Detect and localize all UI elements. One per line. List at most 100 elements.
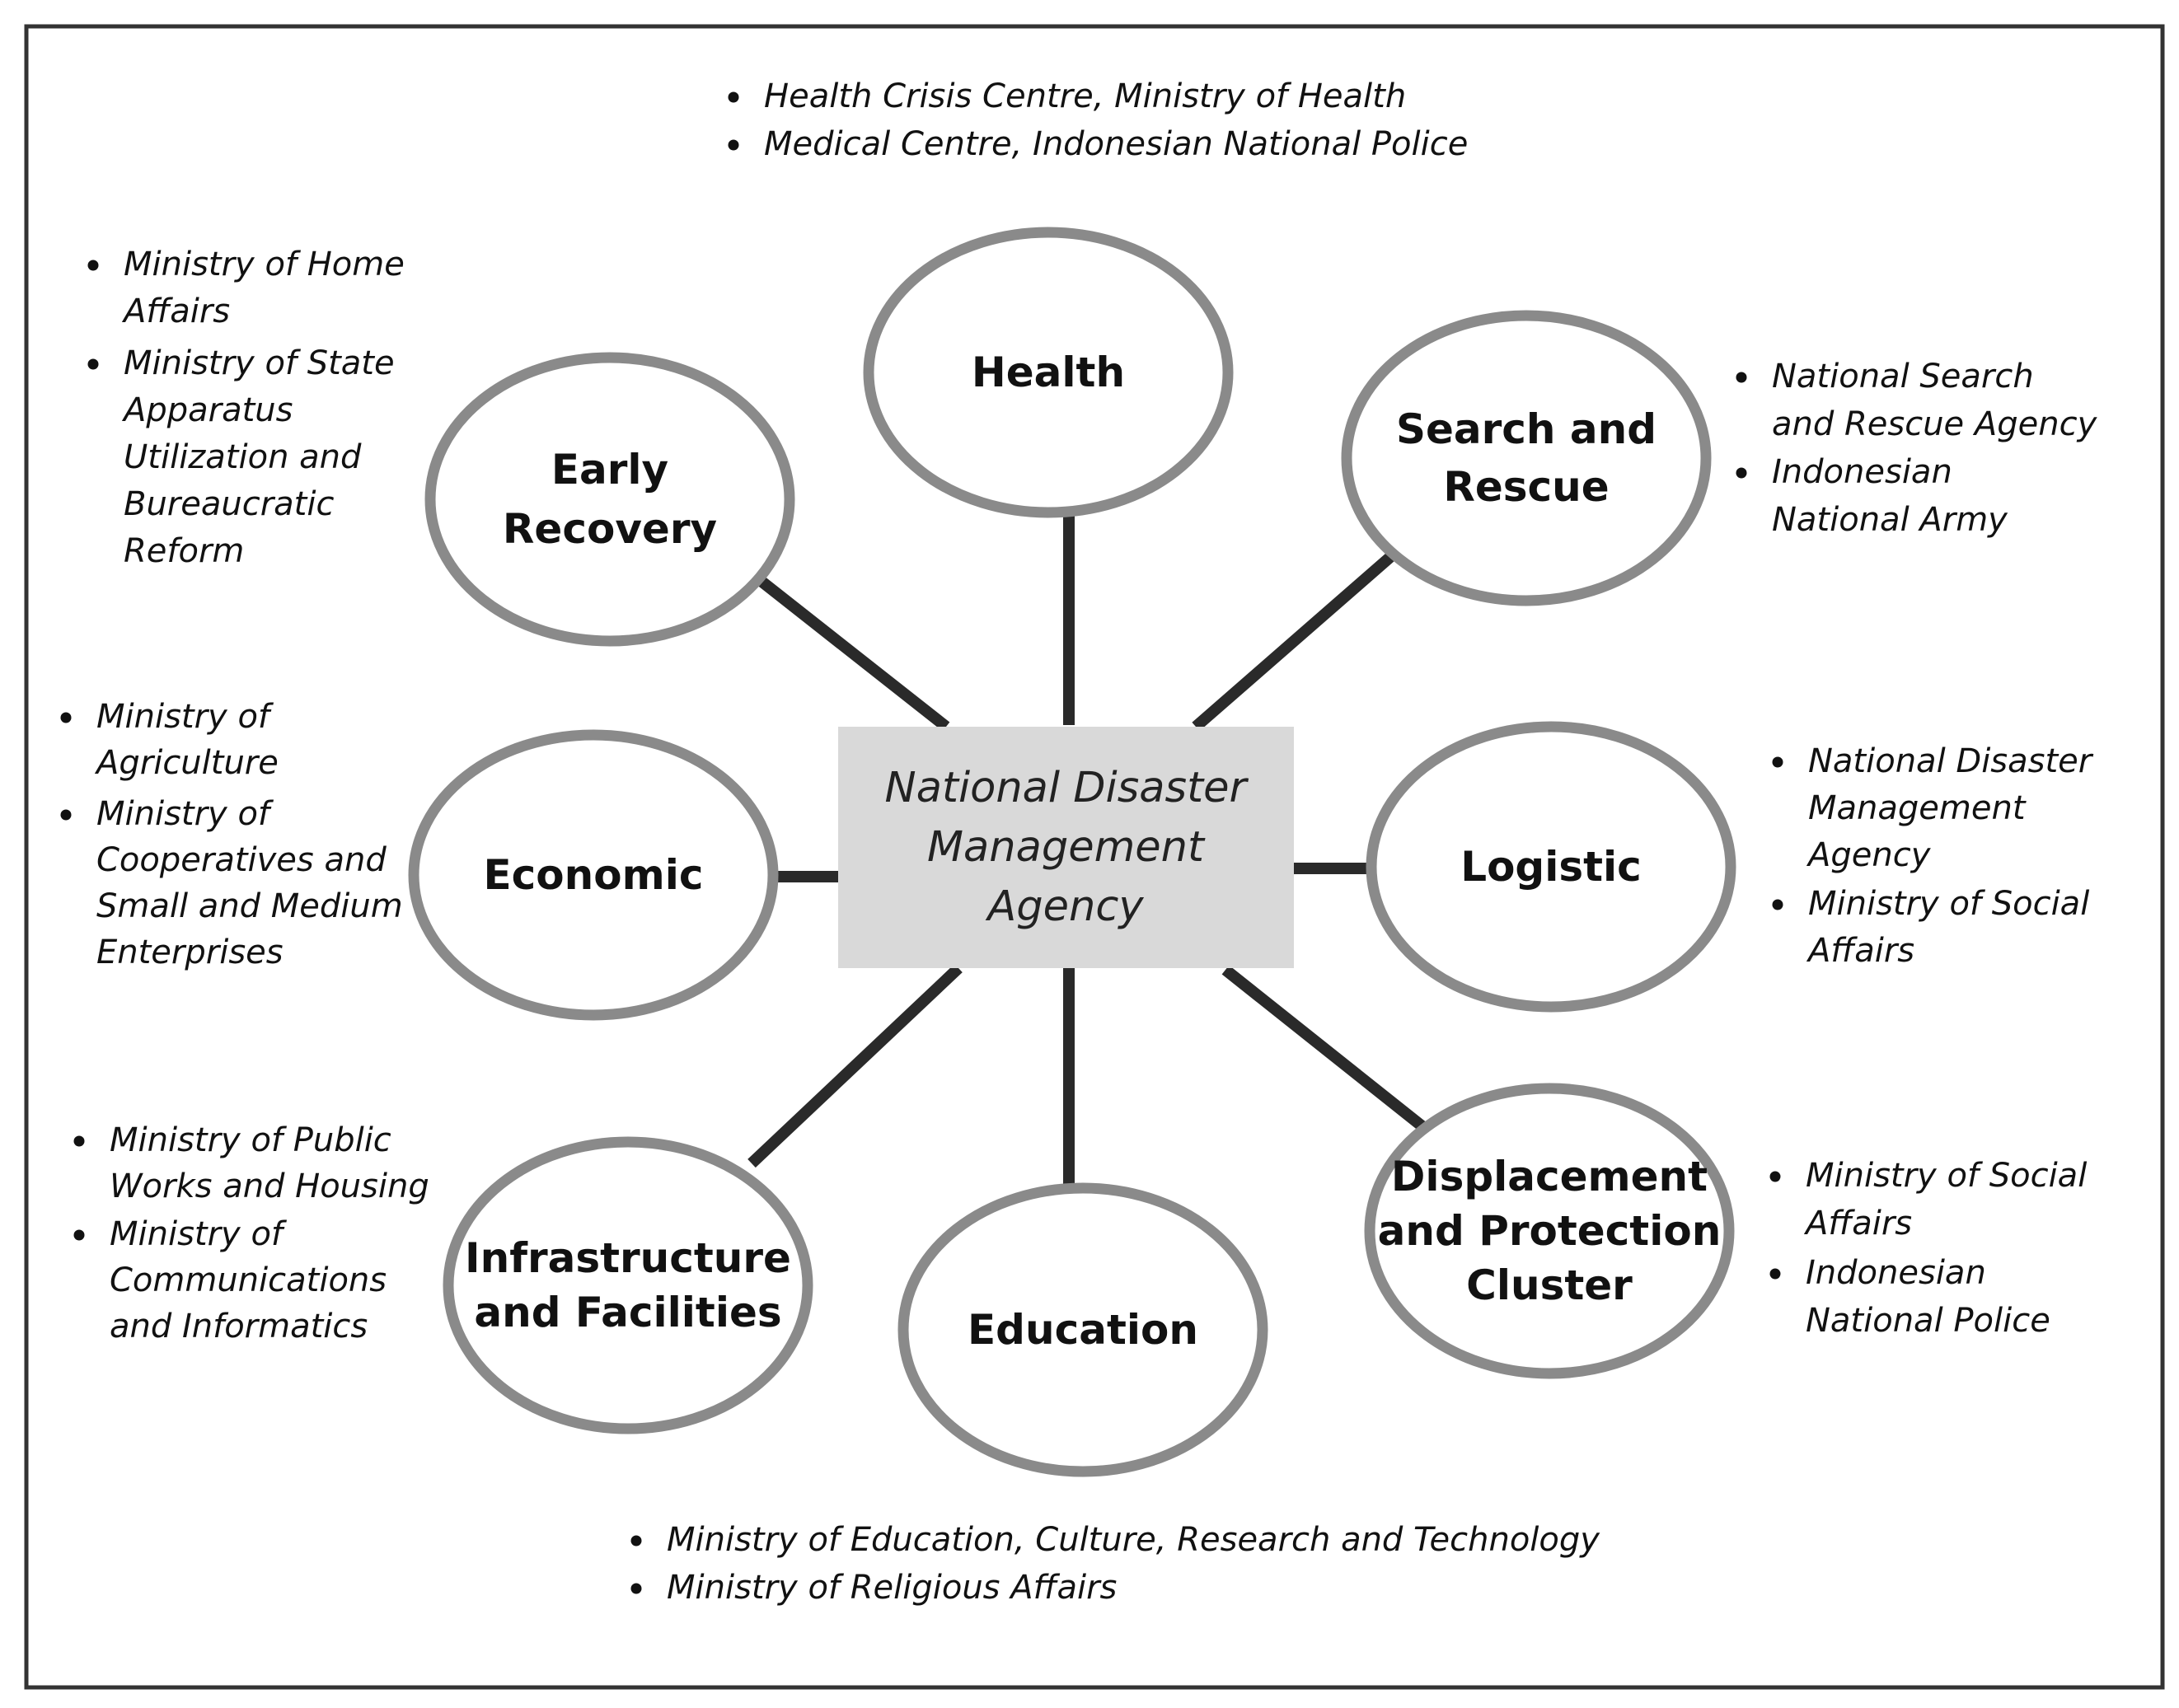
agency-item-health-1: Medical Centre, Indonesian National Poli…: [728, 125, 1468, 163]
bullet-icon: [1769, 1268, 1781, 1280]
cluster-label-economic-line-0: Economic: [484, 851, 704, 899]
agency-text-infrastructure-0-0: Ministry of Public: [110, 1121, 391, 1159]
bullet-icon: [73, 1229, 85, 1241]
agency-text-displacement-0-1: Affairs: [1803, 1205, 1912, 1242]
bullet-icon: [1772, 899, 1783, 910]
agency-text-education-1-0: Ministry of Religious Affairs: [667, 1569, 1117, 1607]
agency-list-education: Ministry of Education, Culture, Research…: [630, 1521, 1600, 1607]
bullet-icon: [73, 1135, 85, 1147]
bullet-icon: [60, 712, 72, 723]
agency-text-economic-0-0: Ministry of: [96, 698, 274, 736]
agency-list-displacement: Ministry of SocialAffairsIndonesianNatio…: [1769, 1157, 2087, 1340]
agency-text-infrastructure-1-2: and Informatics: [110, 1308, 368, 1345]
agency-text-early-recovery-1-1: Apparatus: [121, 391, 293, 429]
agency-item-education-0: Ministry of Education, Culture, Research…: [630, 1521, 1600, 1559]
cluster-label-infrastructure-line-1: and Facilities: [474, 1289, 781, 1336]
bullet-icon: [1736, 372, 1747, 383]
cluster-label-early-recovery-line-0: Early: [551, 446, 668, 494]
bullet-icon: [1736, 467, 1747, 479]
bullet-icon: [60, 809, 72, 821]
agency-text-logistic-1-0: Ministry of Social: [1808, 885, 2089, 923]
cluster-ellipse-economic: [408, 729, 779, 1021]
cluster-ellipse-logistic: [1366, 721, 1736, 1013]
bullet-icon: [1769, 1171, 1781, 1182]
cluster-label-education-line-0: Education: [968, 1306, 1198, 1354]
center-label-line-1: Management: [927, 823, 1206, 872]
bullet-icon: [630, 1535, 642, 1547]
agency-item-education-1: Ministry of Religious Affairs: [630, 1569, 1117, 1607]
cluster-label-infrastructure-line-0: Infrastructure: [465, 1234, 791, 1282]
agency-item-economic-0: Ministry of Agriculture: [60, 698, 279, 782]
connectors: [747, 516, 1432, 1188]
agency-text-early-recovery-1-3: Bureaucratic: [124, 485, 334, 523]
agency-text-early-recovery-1-2: Utilization and: [124, 438, 362, 476]
cluster-node-health: Health: [863, 227, 1234, 518]
cluster-nodes: Health Search andRescueLogisticDisplaceme…: [408, 227, 1736, 1477]
cluster-node-economic: Economic: [408, 729, 779, 1021]
bullet-icon: [728, 139, 739, 151]
agency-text-logistic-0-1: Management: [1808, 789, 2027, 827]
cluster-node-education: Education: [897, 1182, 1268, 1477]
cluster-label-displacement-line-0: Displacement: [1391, 1153, 1708, 1200]
connector-search-and-rescue: [1192, 552, 1394, 732]
connector-infrastructure: [747, 963, 963, 1168]
agency-text-displacement-1-0: Indonesian: [1806, 1254, 1986, 1292]
agency-text-search-and-rescue-1-0: Indonesian: [1772, 453, 1952, 491]
cluster-label-displacement-line-1: and Protection: [1378, 1207, 1722, 1255]
agency-text-early-recovery-0-0: Ministry of Home: [124, 246, 405, 283]
cluster-ellipse-health: [863, 227, 1234, 518]
agency-text-economic-1-0: Ministry of: [96, 795, 274, 833]
agency-text-health-1-0: Medical Centre, Indonesian National Poli…: [764, 125, 1468, 163]
agency-text-displacement-0-0: Ministry of Social: [1806, 1157, 2087, 1195]
agency-lists: Health Crisis Centre, Ministry of Health…: [60, 77, 2098, 1607]
agency-text-economic-1-2: Small and Medium: [96, 887, 403, 925]
agency-text-logistic-0-0: National Disaster: [1808, 742, 2094, 780]
center-label-line-2: Agency: [985, 882, 1144, 931]
cluster-node-infrastructure: Infrastructure and Facilities: [443, 1136, 813, 1434]
agency-text-logistic-1-1: Affairs: [1806, 932, 1914, 970]
agency-list-logistic: National DisasterManagementAgencyMinistr…: [1772, 742, 2094, 970]
cluster-label-early-recovery-line-1: Recovery: [503, 505, 717, 553]
agency-item-infrastructure-1: Ministry of Communications and Informatics: [73, 1215, 387, 1345]
agency-text-economic-1-3: Enterprises: [96, 934, 284, 971]
agency-text-economic-0-1: Agriculture: [94, 744, 279, 782]
bullet-icon: [630, 1583, 642, 1594]
agency-text-early-recovery-1-4: Reform: [124, 532, 244, 570]
agency-text-economic-1-1: Cooperatives and: [96, 841, 387, 879]
agency-text-infrastructure-1-1: Communications: [110, 1261, 387, 1299]
cluster-label-logistic-line-0: Logistic: [1460, 843, 1642, 891]
agency-text-health-0-0: Health Crisis Centre, Ministry of Health: [764, 77, 1406, 115]
center-label-line-0: National Disaster: [885, 764, 1249, 812]
agency-list-health: Health Crisis Centre, Ministry of Health…: [728, 77, 1468, 163]
cluster-ellipse-education: [897, 1182, 1268, 1477]
agency-item-health-0: Health Crisis Centre, Ministry of Health: [728, 77, 1406, 115]
cluster-label-search-and-rescue-line-1: Rescue: [1443, 463, 1609, 511]
center-box: [838, 727, 1294, 968]
agency-text-infrastructure-0-1: Works and Housing: [110, 1168, 429, 1205]
cluster-label-displacement-line-2: Cluster: [1466, 1261, 1633, 1309]
cluster-ellipse-search-and-rescue: [1341, 310, 1712, 606]
bullet-icon: [728, 91, 739, 103]
agency-list-search-and-rescue: National Search and Rescue AgencyIndonesi…: [1736, 358, 2098, 539]
agency-text-search-and-rescue-0-1: and Rescue Agency: [1772, 405, 2098, 443]
agency-text-search-and-rescue-0-0: National Search: [1772, 358, 2034, 395]
agency-text-education-0-0: Ministry of Education, Culture, Research…: [667, 1521, 1600, 1559]
bullet-icon: [87, 260, 99, 271]
agency-text-infrastructure-1-0: Ministry of: [110, 1215, 288, 1253]
cluster-node-logistic: Logistic: [1366, 721, 1736, 1013]
agency-text-early-recovery-1-0: Ministry of State: [124, 344, 395, 382]
